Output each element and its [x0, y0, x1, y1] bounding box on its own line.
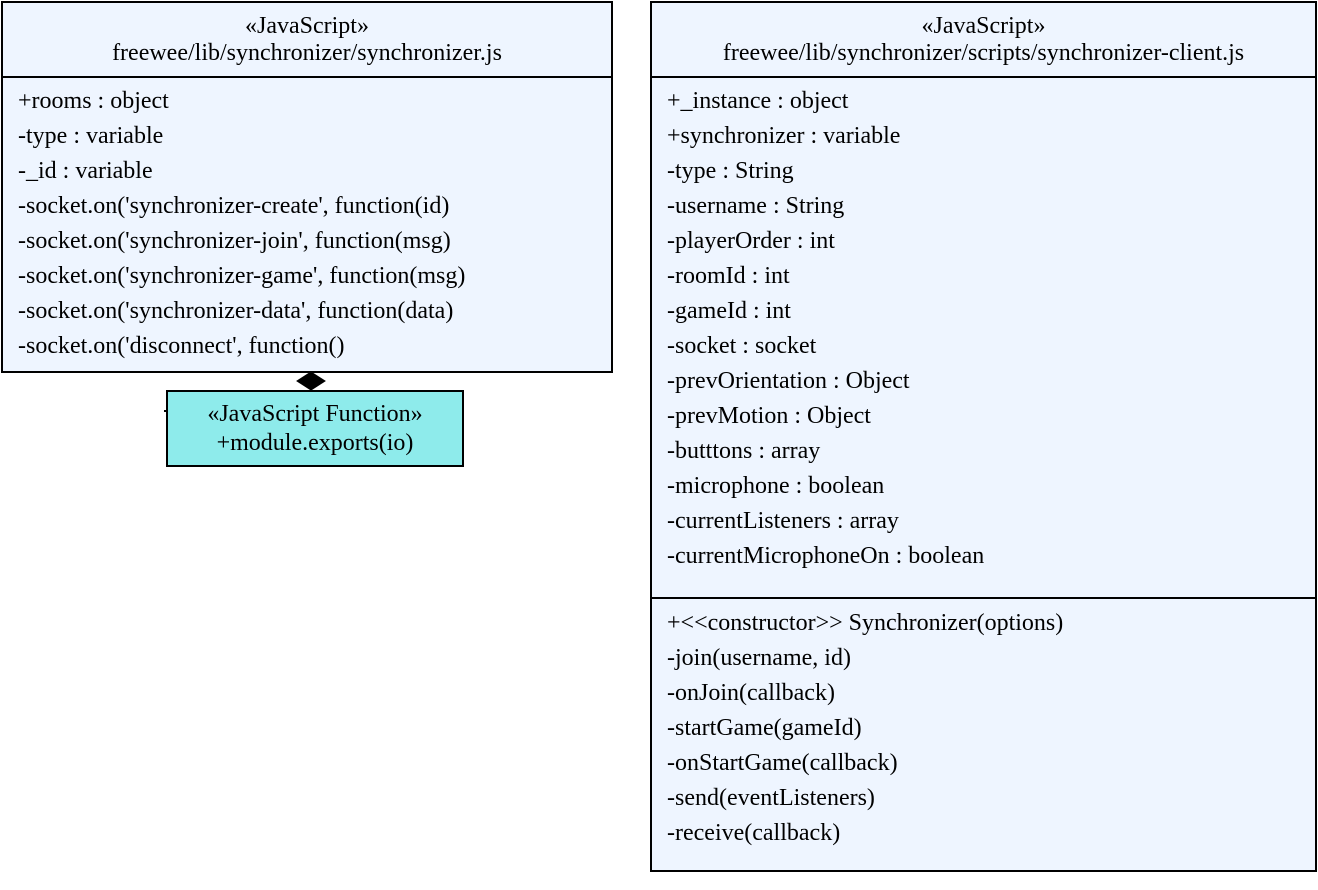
attribute-row: -type : String	[667, 158, 794, 184]
attribute-row: -currentMicrophoneOn : boolean	[667, 543, 985, 569]
composition-diamond-icon	[296, 371, 326, 391]
attribute-row: -microphone : boolean	[667, 473, 885, 499]
attribute-row: +rooms : object	[18, 88, 169, 114]
class-synchronizer: «JavaScript» freewee/lib/synchronizer/sy…	[1, 1, 613, 373]
method-row: +<<constructor>> Synchronizer(options)	[667, 610, 1064, 636]
method-row: -send(eventListeners)	[667, 785, 875, 811]
class-path: freewee/lib/synchronizer/scripts/synchro…	[722, 40, 1245, 66]
attribute-row: -username : String	[667, 193, 845, 219]
class-synchronizer-attributes: +rooms : object -type : variable -_id : va…	[3, 78, 611, 364]
method-row: -receive(callback)	[667, 820, 841, 846]
attribute-row: -socket : socket	[667, 333, 817, 359]
attribute-row: -roomId : int	[667, 263, 790, 289]
class-synchronizer-client-methods: +<<constructor>> Synchronizer(options) -j…	[652, 599, 1315, 851]
attribute-row: -socket.on('synchronizer-create', functi…	[18, 193, 450, 219]
class-path: freewee/lib/synchronizer/synchronizer.js	[112, 40, 502, 66]
attribute-row: -prevMotion : Object	[667, 403, 871, 429]
attribute-row: +_instance : object	[667, 88, 849, 114]
class-synchronizer-client: «JavaScript» freewee/lib/synchronizer/sc…	[650, 1, 1317, 872]
attribute-row: -socket.on('disconnect', function()	[18, 333, 345, 359]
attribute-row: -gameId : int	[667, 298, 791, 324]
function-signature: +module.exports(io)	[216, 430, 414, 456]
attribute-row: -type : variable	[18, 123, 164, 149]
attribute-row: -butttons : array	[667, 438, 821, 464]
method-row: -join(username, id)	[667, 645, 851, 671]
attribute-row: -socket.on('synchronizer-join', function…	[18, 228, 451, 254]
attribute-row: -socket.on('synchronizer-data', function…	[18, 298, 454, 324]
function-module-exports: «JavaScript Function» +module.exports(io…	[166, 390, 464, 467]
class-synchronizer-client-header: «JavaScript» freewee/lib/synchronizer/sc…	[652, 3, 1315, 78]
attribute-row: -_id : variable	[18, 158, 153, 184]
class-synchronizer-header: «JavaScript» freewee/lib/synchronizer/sy…	[3, 3, 611, 78]
attribute-row: -prevOrientation : Object	[667, 368, 910, 394]
attribute-row: -socket.on('synchronizer-game', function…	[18, 263, 466, 289]
attribute-row: -playerOrder : int	[667, 228, 835, 254]
function-stereotype: «JavaScript Function»	[207, 401, 423, 427]
class-synchronizer-client-attributes: +_instance : object +synchronizer : varia…	[652, 78, 1315, 599]
method-row: -onStartGame(callback)	[667, 750, 898, 776]
attribute-row: -currentListeners : array	[667, 508, 899, 534]
method-row: -startGame(gameId)	[667, 715, 862, 741]
class-stereotype: «JavaScript»	[245, 13, 369, 39]
class-stereotype: «JavaScript»	[921, 13, 1046, 39]
attribute-row: +synchronizer : variable	[667, 123, 901, 149]
method-row: -onJoin(callback)	[667, 680, 835, 706]
